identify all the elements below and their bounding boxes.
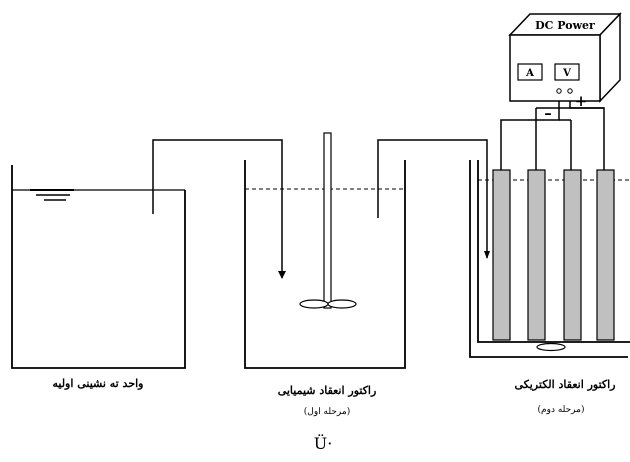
- negative-sign: –: [544, 104, 552, 122]
- chemical-reactor-label: راکتور انعقاد شیمیایی: [278, 384, 377, 397]
- voltmeter-label: V: [562, 68, 571, 79]
- primary-settling-label: واحد ته نشینی اولیه: [52, 377, 143, 390]
- chemical-reactor-stage: (مرحله اول): [304, 406, 350, 417]
- magnetic-stirrer-icon: [536, 342, 566, 352]
- footer-mark: Ü·: [314, 433, 333, 453]
- electrode-wiring: [500, 95, 605, 170]
- electrode-plate: [563, 169, 582, 341]
- pipe-settling-to-chemical: [152, 139, 286, 279]
- electro-reactor-outer-tank: [469, 160, 628, 358]
- power-supply-title: DC Power: [535, 19, 595, 32]
- dc-power-supply: DC Power A V: [508, 12, 622, 103]
- electrode-plates: [492, 169, 615, 341]
- ammeter-display: [517, 63, 543, 81]
- positive-terminal: [567, 88, 573, 94]
- negative-terminal: [556, 88, 562, 94]
- mixer-icon: [299, 132, 357, 309]
- electrode-plate: [527, 169, 546, 341]
- electrode-plate: [492, 169, 511, 341]
- voltmeter-display: [554, 63, 580, 81]
- electro-reactor-label: راکتور انعقاد الکتریکی: [515, 378, 616, 391]
- pipe-chemical-to-electro: [377, 139, 490, 259]
- ammeter-label: A: [525, 68, 534, 79]
- electrode-plate: [596, 169, 615, 341]
- positive-sign: +: [575, 92, 588, 110]
- primary-settling-tank: [11, 165, 186, 369]
- electro-reactor-stage: (مرحله دوم): [538, 404, 585, 415]
- water-level-symbol: [30, 189, 74, 201]
